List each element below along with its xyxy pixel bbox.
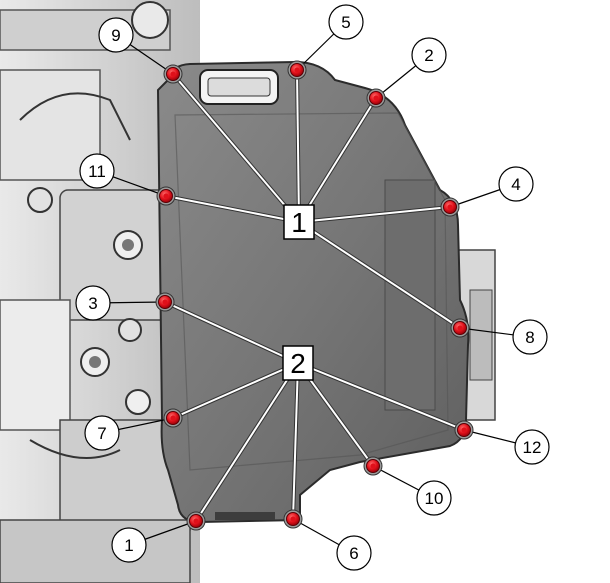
leader-line-bolt-12 [297,362,465,431]
callout-number: 3 [88,294,97,313]
bolt-marker-bolt-1 [186,511,206,531]
callout-circle [111,527,147,563]
callout-number: 8 [525,328,534,347]
callout-number: 5 [341,13,350,32]
callout-bolt-6: 6 [336,535,372,571]
leader-line-bolt-5 [296,69,300,223]
callout-number: 6 [349,544,358,563]
callout-number: 7 [97,424,106,443]
leader-line-bolt-3 [164,301,299,364]
leader-line-bolt-1 [195,362,299,522]
callout-circle [84,415,120,451]
callout-circle [411,37,447,73]
callout-bolt-3: 3 [75,285,111,321]
leader-line-bolt-11 [165,195,300,223]
callout-circle [514,429,550,465]
callout-bolt-9: 9 [98,17,134,53]
bolt-marker-bolt-9 [163,64,183,84]
callout-circle [328,4,364,40]
connector-plug [199,69,279,105]
callout-number: 12 [523,438,542,457]
bolt-marker-bolt-4 [440,197,460,217]
leader-line-bolt-7 [172,362,299,419]
callout-bolt-2: 2 [411,37,447,73]
callout-number: 1 [124,536,133,555]
bolt-marker-bolt-2 [366,88,386,108]
callout-bolt-10: 10 [416,480,452,516]
bolt-marker-bolt-5 [287,60,307,80]
bolt-marker-bolt-7 [163,408,183,428]
bolt-marker-bolt-3 [155,292,175,312]
callout-bolt-5: 5 [328,4,364,40]
bolt-marker-bolt-11 [156,186,176,206]
group-number: 1 [291,207,307,238]
callout-circle [498,166,534,202]
bolt-marker-bolt-10 [363,456,383,476]
callout-number: 2 [424,46,433,65]
callout-bolt-1: 1 [111,527,147,563]
leader-line-bolt-2 [298,97,377,223]
callout-circle [75,285,111,321]
leader-line-bolt-8 [298,221,461,329]
group-label-g2: 2 [282,345,314,381]
group-number: 2 [290,348,306,379]
callout-bolt-11: 11 [79,153,115,189]
bolt-marker-bolt-8 [450,318,470,338]
callout-bolt-12: 12 [514,429,550,465]
callout-number: 10 [425,489,444,508]
group-label-g1: 1 [283,204,315,240]
leader-line-bolt-4 [298,206,451,223]
callout-bolt-8: 8 [512,319,548,355]
bolt-marker-bolt-12 [454,420,474,440]
group-labels: 12 [282,204,315,381]
bolt-marker-bolt-6 [283,509,303,529]
callout-bolt-7: 7 [84,415,120,451]
callout-circle [416,480,452,516]
transmission-cover [156,60,470,524]
callout-circle [512,319,548,355]
callout-circle [79,153,115,189]
callout-bolt-4: 4 [498,166,534,202]
callout-number: 9 [111,26,120,45]
bolt-markers [155,60,474,531]
leader-line-bolt-6 [292,362,299,520]
leader-lines [92,21,533,554]
callout-circle [336,535,372,571]
callout-number: 11 [88,162,106,181]
callout-circle [98,17,134,53]
leader-line-bolt-9 [172,73,300,223]
callout-number: 4 [511,175,520,194]
